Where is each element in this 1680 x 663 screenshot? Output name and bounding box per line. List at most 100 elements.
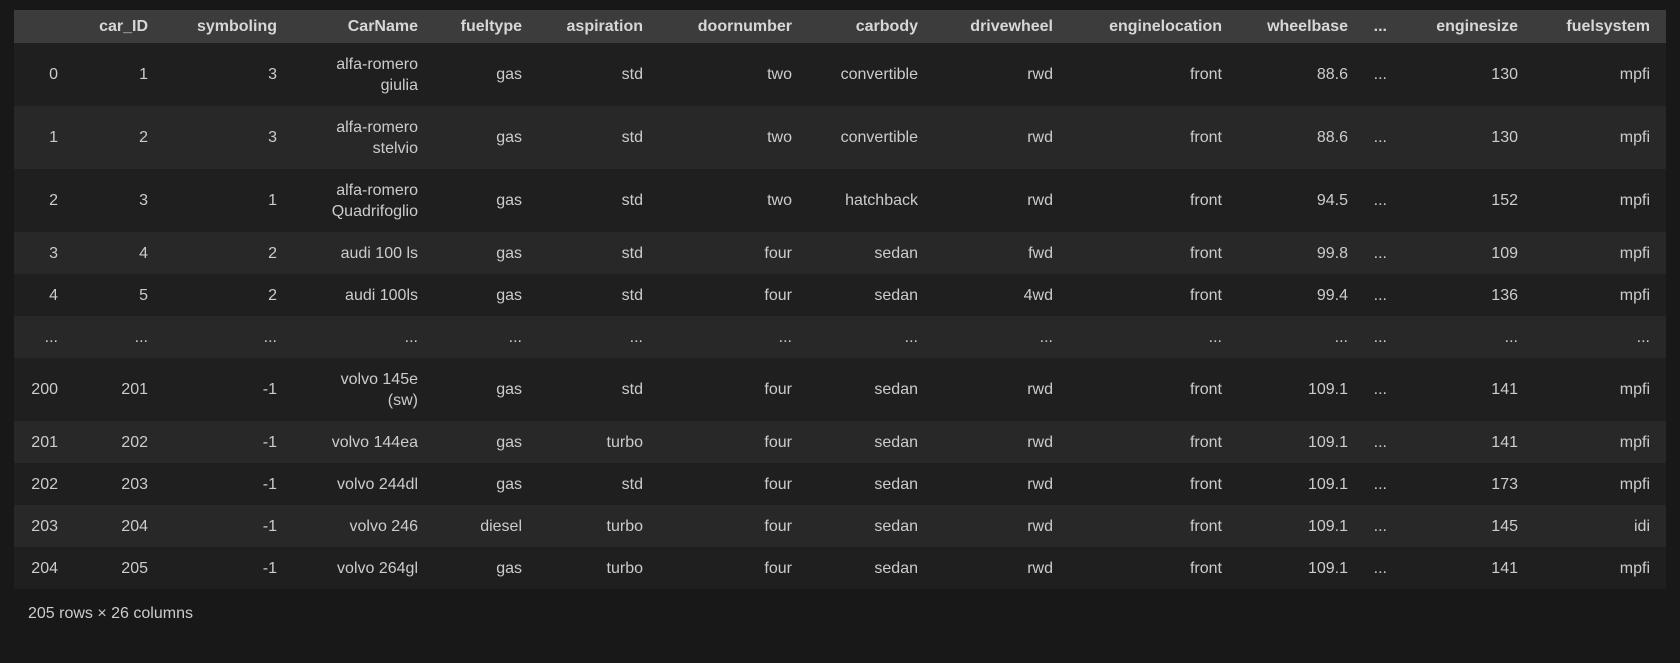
table-cell: two bbox=[767, 192, 792, 209]
table-cell: 141 bbox=[1491, 381, 1518, 398]
table-cell: 4wd bbox=[1023, 286, 1053, 304]
table-cell: 202 bbox=[31, 475, 58, 493]
table-cell: 1 bbox=[49, 129, 58, 146]
table-cell: volvo 264gl bbox=[337, 559, 418, 577]
table-cell: 2 bbox=[139, 129, 148, 146]
table-cell: 88.6 bbox=[1316, 129, 1348, 146]
table-cell: rwd bbox=[1027, 381, 1053, 398]
table-cell: gas bbox=[496, 192, 522, 209]
column-header bbox=[14, 10, 58, 43]
table-cell: -1 bbox=[262, 517, 277, 535]
table-cell: turbo bbox=[606, 433, 643, 451]
table-cell: front bbox=[1189, 66, 1222, 83]
table-cell: 141 bbox=[1491, 433, 1518, 451]
table-cell: 109.1 bbox=[1307, 517, 1348, 535]
table-cell: sedan bbox=[874, 286, 918, 304]
table-cell: 1 bbox=[268, 192, 277, 209]
column-header: symboling bbox=[148, 10, 277, 43]
table-cell: 4 bbox=[49, 286, 58, 304]
column-header: wheelbase bbox=[1222, 10, 1348, 43]
table-cell: diesel bbox=[480, 517, 522, 535]
table-cell: hatchback bbox=[845, 192, 918, 209]
table-cell: sedan bbox=[874, 559, 918, 577]
table-cell: alfa-romero giulia bbox=[336, 55, 418, 94]
table-cell: ... bbox=[404, 328, 418, 346]
table-cell: ... bbox=[1504, 328, 1518, 346]
table-cell: mpfi bbox=[1619, 559, 1650, 577]
table-cell: ... bbox=[1208, 328, 1222, 346]
table-cell: 88.6 bbox=[1316, 66, 1348, 83]
table-cell: front bbox=[1189, 192, 1222, 209]
column-header: aspiration bbox=[522, 10, 643, 43]
table-cell: ... bbox=[1373, 328, 1387, 346]
table-cell: gas bbox=[496, 433, 522, 451]
table-cell: two bbox=[767, 66, 792, 83]
column-header: fuelsystem bbox=[1518, 10, 1666, 43]
table-cell: -1 bbox=[262, 433, 277, 451]
table-body: 0 1 3 alfa-romero giulia gas std two convertibl… bbox=[14, 43, 1666, 589]
column-header: ... bbox=[1348, 10, 1387, 43]
table-cell: 2 bbox=[268, 286, 277, 304]
table-cell: sedan bbox=[874, 517, 918, 535]
table-cell: ... bbox=[1373, 192, 1387, 209]
table-cell: four bbox=[764, 475, 792, 493]
table-cell: 4 bbox=[139, 244, 148, 262]
table-cell: front bbox=[1189, 559, 1222, 577]
table-cell: four bbox=[764, 433, 792, 451]
table-cell: gas bbox=[496, 475, 522, 493]
table-cell: ... bbox=[778, 328, 792, 346]
table-cell: idi bbox=[1633, 517, 1650, 535]
table-cell: ... bbox=[1636, 328, 1650, 346]
table-cell: 2 bbox=[49, 192, 58, 209]
table-cell: volvo 244dl bbox=[337, 475, 418, 493]
table-cell: 203 bbox=[31, 517, 58, 535]
table-cell: 94.5 bbox=[1316, 192, 1348, 209]
table-cell: ... bbox=[1334, 328, 1348, 346]
table-cell: ... bbox=[1373, 433, 1387, 451]
table-cell: volvo 144ea bbox=[331, 433, 418, 451]
column-header: car_ID bbox=[58, 10, 148, 43]
table-cell: front bbox=[1189, 381, 1222, 398]
table-cell: mpfi bbox=[1619, 381, 1650, 398]
table-cell: 202 bbox=[121, 433, 148, 451]
table-cell: gas bbox=[496, 129, 522, 146]
table-cell: volvo 145e (sw) bbox=[340, 370, 418, 409]
table-cell: volvo 246 bbox=[349, 517, 419, 535]
table-cell: 3 bbox=[139, 192, 148, 209]
table-cell: turbo bbox=[606, 517, 643, 535]
table-cell: ... bbox=[1373, 517, 1387, 535]
table-cell: mpfi bbox=[1619, 475, 1650, 493]
table-cell: front bbox=[1189, 244, 1222, 262]
table-cell: sedan bbox=[874, 381, 918, 398]
table-cell: rwd bbox=[1027, 192, 1053, 209]
table-cell: convertible bbox=[840, 66, 918, 83]
column-header: enginesize bbox=[1387, 10, 1518, 43]
table-cell: mpfi bbox=[1619, 244, 1650, 262]
table-cell: 109.1 bbox=[1307, 381, 1348, 398]
table-cell: 109.1 bbox=[1307, 433, 1348, 451]
table-cell: std bbox=[621, 192, 643, 209]
table-cell: 201 bbox=[121, 381, 148, 398]
table-cell: alfa-romero stelvio bbox=[336, 118, 418, 157]
table-cell: 3 bbox=[268, 129, 277, 146]
table-cell: mpfi bbox=[1619, 286, 1650, 304]
table-cell: 109.1 bbox=[1307, 559, 1348, 577]
table-cell: 173 bbox=[1491, 475, 1518, 493]
table-cell: ... bbox=[1039, 328, 1053, 346]
column-header: carbody bbox=[792, 10, 918, 43]
table-cell: 152 bbox=[1491, 192, 1518, 209]
table-cell: ... bbox=[1373, 475, 1387, 493]
table-cell: four bbox=[764, 517, 792, 535]
table-cell: 2 bbox=[268, 244, 277, 262]
table-cell: std bbox=[621, 475, 643, 493]
table-cell: 0 bbox=[49, 66, 58, 83]
